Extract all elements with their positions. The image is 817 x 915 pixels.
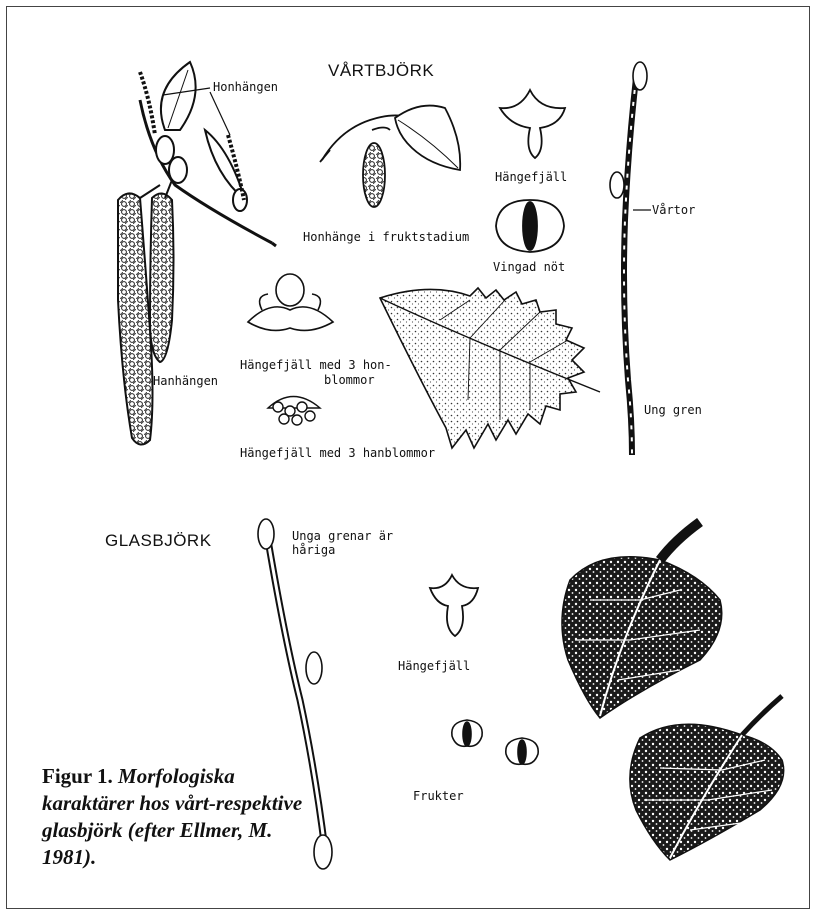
figure-caption: Figur 1. Morfologiska karaktärer hos vår…	[42, 763, 312, 871]
scale-female-flowers	[248, 274, 333, 330]
label-hangefjall-han: Hängefjäll med 3 hanblommor	[240, 446, 435, 460]
fruits-glasbjork	[452, 720, 538, 764]
leaf-glasbjork-2	[630, 696, 784, 860]
label-hangefjall-bottom: Hängefjäll	[398, 659, 470, 673]
label-hangefjall-hon-2: blommor	[324, 373, 375, 387]
heading-glasbjork: GLASBJÖRK	[105, 531, 212, 550]
fruiting-catkin	[320, 106, 460, 207]
label-honhangen: Honhängen	[213, 80, 278, 94]
label-vartor: Vårtor	[652, 203, 695, 217]
label-frukter: Frukter	[413, 789, 464, 803]
scale-top-vartbjork	[500, 90, 565, 158]
leaf-glasbjork-1	[562, 522, 722, 718]
label-unga-grenar-2: håriga	[292, 543, 335, 557]
label-hangefjall-hon-1: Hängefjäll med 3 hon-	[240, 358, 392, 372]
scale-male-flowers	[268, 397, 320, 426]
winged-nut	[496, 200, 564, 252]
label-unga-grenar-1: Unga grenar är	[292, 529, 393, 543]
heading-vartbjork: VÅRTBJÖRK	[328, 61, 434, 80]
label-hangefjall-top: Hängefjäll	[495, 170, 567, 184]
label-ung-gren: Ung gren	[644, 403, 702, 417]
label-honhange-frukt: Honhänge i fruktstadium	[303, 230, 469, 244]
scale-glasbjork	[430, 575, 478, 636]
label-vingad-not: Vingad nöt	[493, 260, 565, 274]
label-hanhangen: Hanhängen	[153, 374, 218, 388]
caption-lead: Figur 1.	[42, 764, 113, 788]
leaf-vartbjork	[380, 288, 600, 448]
young-branch-warts	[610, 62, 651, 455]
male-catkins	[118, 180, 174, 445]
